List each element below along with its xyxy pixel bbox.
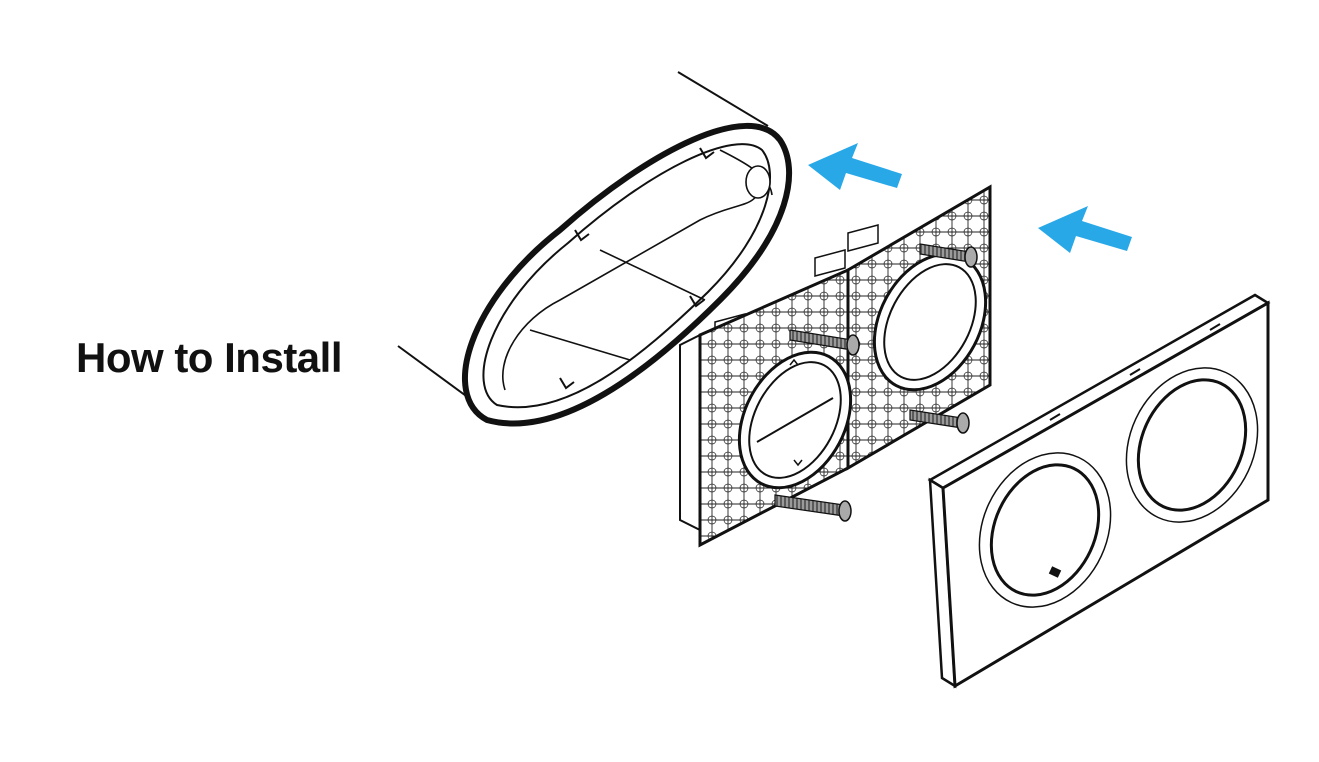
page-title: How to Install [76,334,343,381]
mounting-screw-icon [774,494,852,522]
mounting-screw-icon [789,329,860,356]
insertion-arrow-icon [1038,206,1132,253]
back-box-icon [462,122,793,427]
cover-frame-icon [927,293,1271,689]
insertion-arrow-icon [808,143,902,190]
mounting-screw-icon [919,243,978,268]
switch-module-icon [679,184,992,548]
mounting-screw-icon [909,409,970,434]
